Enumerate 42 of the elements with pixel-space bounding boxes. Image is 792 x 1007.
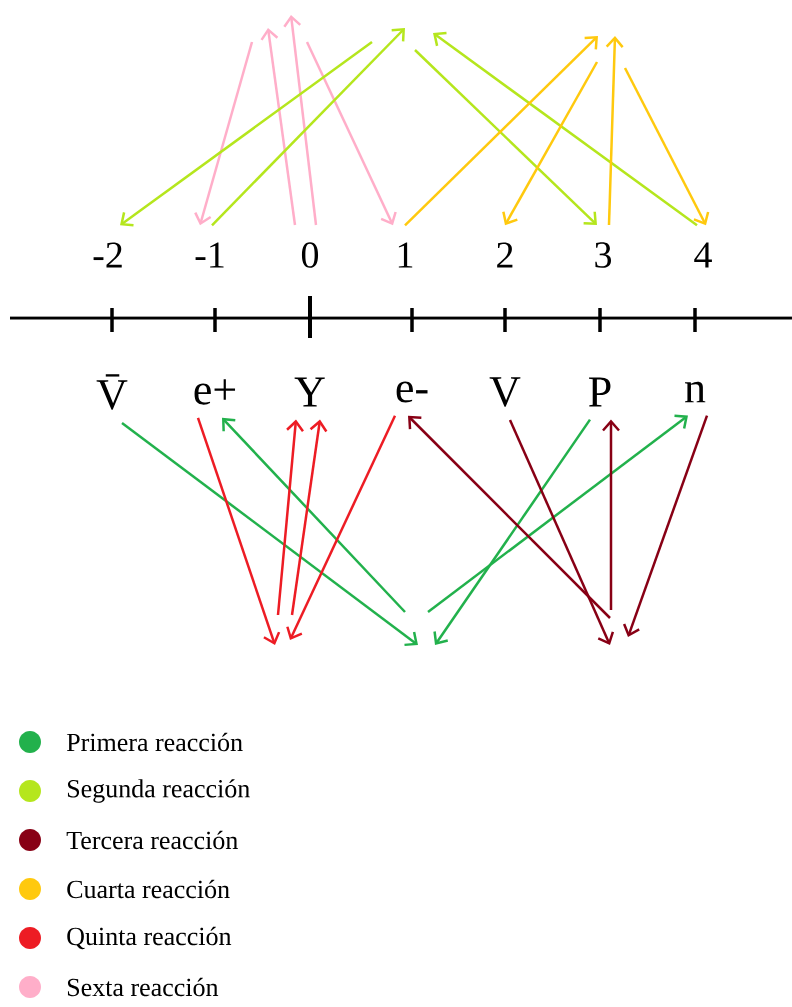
arrow [283, 15, 318, 226]
arrow [605, 36, 624, 226]
arrow [502, 61, 599, 226]
arrow [305, 41, 397, 226]
arrow [433, 31, 698, 227]
particle-label: P [589, 377, 611, 407]
legend-label: Tercera reacción [66, 830, 238, 850]
arrow [260, 28, 297, 226]
legend-label: Segunda reacción [67, 779, 250, 803]
number-label: 0 [301, 242, 319, 268]
arrow [222, 417, 406, 613]
particle-label: V̄ [96, 374, 128, 410]
number-label: -2 [93, 242, 122, 268]
arrow [276, 419, 304, 616]
arrow [623, 67, 710, 226]
legend-label: Cuarta reacción [67, 879, 230, 899]
arrow [286, 415, 397, 640]
particle-label: n [685, 381, 706, 403]
particle-label: e+ [194, 379, 235, 405]
arrow [508, 419, 615, 645]
particle-label: e- [396, 381, 428, 403]
arrow [622, 415, 709, 637]
legend-label: Sexta reacción [67, 977, 219, 997]
legend-label: Quinta reacción [67, 926, 232, 950]
arrow [408, 415, 611, 619]
number-label: 2 [497, 242, 513, 268]
arrow [427, 414, 688, 613]
number-label: 1 [398, 242, 413, 268]
arrow [602, 419, 620, 610]
arrow [194, 41, 254, 226]
arrow [433, 418, 592, 645]
particle-label: Y [294, 377, 325, 407]
arrow [120, 41, 373, 227]
arrow [211, 28, 405, 227]
legend-label: Primera reacción [66, 732, 243, 752]
arrow [196, 417, 281, 645]
number-label: -1 [195, 242, 224, 268]
arrow [290, 419, 328, 616]
number-label: 4 [694, 242, 712, 268]
particle-label: V [489, 377, 521, 407]
number-label: 3 [595, 242, 611, 268]
arrow [121, 422, 418, 647]
